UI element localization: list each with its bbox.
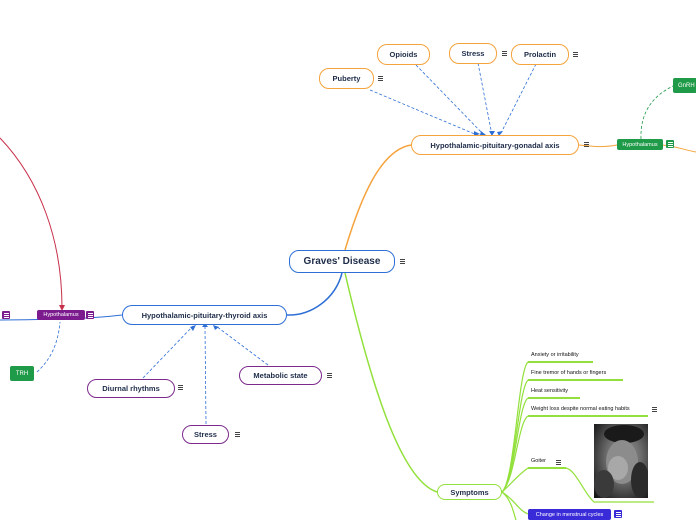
hpt-hypothalamus-notes-icon[interactable] bbox=[86, 311, 94, 319]
hpt-stress-notes-icon[interactable] bbox=[235, 432, 240, 437]
hpg-hypothalamus-tag[interactable]: Hypothalamus bbox=[617, 139, 663, 150]
symptom-weight-loss[interactable]: Weight loss despite normal eating habits bbox=[531, 406, 630, 412]
hpg-hypothalamus-notes-icon[interactable] bbox=[666, 140, 674, 148]
diurnal-notes-icon[interactable] bbox=[178, 385, 183, 390]
prolactin-node[interactable]: Prolactin bbox=[511, 44, 569, 65]
symptom-tremor-underline bbox=[528, 379, 623, 381]
menstrual-notes-icon[interactable] bbox=[614, 510, 622, 518]
hpt-stress-node[interactable]: Stress bbox=[182, 425, 229, 444]
symptom-goiter[interactable]: Goiter bbox=[531, 458, 546, 464]
symptoms-node[interactable]: Symptoms bbox=[437, 484, 502, 500]
metabolic-notes-icon[interactable] bbox=[327, 373, 332, 378]
opioids-node[interactable]: Opioids bbox=[377, 44, 430, 65]
central-notes-icon[interactable] bbox=[400, 259, 405, 264]
metabolic-state-node[interactable]: Metabolic state bbox=[239, 366, 322, 385]
weight-loss-notes-icon[interactable] bbox=[652, 407, 657, 412]
hpg-stress-node[interactable]: Stress bbox=[449, 43, 497, 64]
symptom-heat-underline bbox=[528, 397, 580, 399]
goiter-photo-shading bbox=[594, 425, 648, 498]
central-topic[interactable]: Graves' Disease bbox=[289, 250, 395, 273]
goiter-photo bbox=[594, 424, 648, 498]
prolactin-notes-icon[interactable] bbox=[573, 52, 578, 57]
trh-tag[interactable]: TRH bbox=[10, 366, 34, 381]
hpg-stress-notes-icon[interactable] bbox=[502, 51, 507, 56]
symptom-weight-loss-underline bbox=[528, 415, 648, 417]
symptom-tremor[interactable]: Fine tremor of hands or fingers bbox=[531, 370, 607, 376]
hpt-axis-node[interactable]: Hypothalamic-pituitary-thyroid axis bbox=[122, 305, 287, 325]
symptom-anxiety-underline bbox=[528, 361, 593, 363]
symptom-anxiety[interactable]: Anxiety or irritability bbox=[531, 352, 579, 358]
puberty-notes-icon[interactable] bbox=[378, 76, 383, 81]
gnrh-tag[interactable]: GnRH bbox=[673, 78, 696, 93]
hpg-axis-node[interactable]: Hypothalamic-pituitary-gonadal axis bbox=[411, 135, 579, 155]
symptom-goiter-underline bbox=[528, 467, 566, 469]
hpg-notes-icon[interactable] bbox=[584, 142, 589, 147]
hpt-hypothalamus-tag[interactable]: Hypothalamus bbox=[37, 310, 85, 320]
menstrual-change-tag[interactable]: Change in menstrual cycles bbox=[528, 509, 611, 520]
goiter-notes-icon[interactable] bbox=[556, 460, 561, 465]
left-offscreen-notes-icon[interactable] bbox=[2, 311, 10, 319]
symptom-heat[interactable]: Heat sensitivity bbox=[531, 388, 568, 394]
diurnal-rhythms-node[interactable]: Diurnal rhythms bbox=[87, 379, 175, 398]
puberty-node[interactable]: Puberty bbox=[319, 68, 374, 89]
